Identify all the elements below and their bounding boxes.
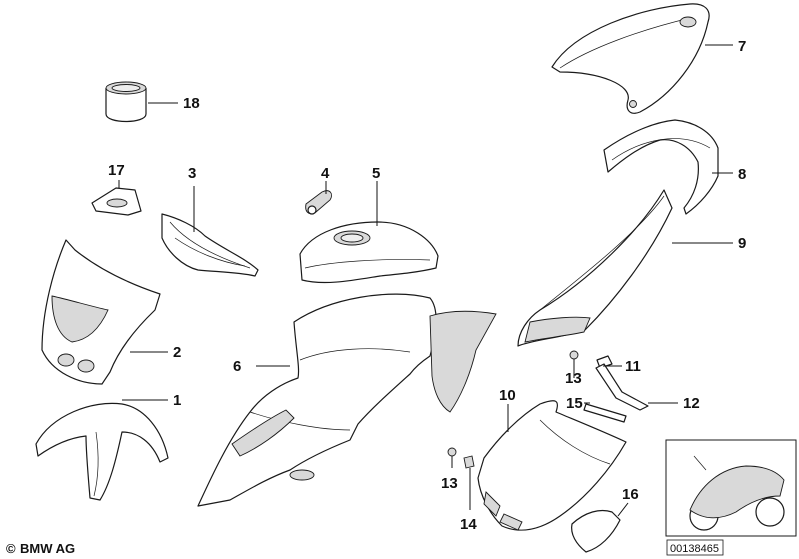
callout-14: 14 <box>460 516 477 533</box>
callout-16: 16 <box>622 486 639 503</box>
part-17-plate <box>91 187 142 216</box>
callout-6: 6 <box>233 358 241 375</box>
callout-13-upper: 13 <box>565 370 582 387</box>
part-4-cap <box>305 190 333 215</box>
copyright-icon: © <box>6 541 16 556</box>
callout-labels: 7 18 17 3 4 5 8 9 2 1 6 10 13 11 15 12 1… <box>108 38 746 533</box>
part-8-rear-frame <box>603 119 719 215</box>
callout-15: 15 <box>566 395 583 412</box>
callout-11: 11 <box>625 358 641 375</box>
document-id: 00138465 <box>670 543 719 555</box>
footer: © BMW AG 00138465 <box>6 539 724 556</box>
part-7-seat-cowl <box>551 3 710 114</box>
callout-17: 17 <box>108 162 125 179</box>
callout-5: 5 <box>372 165 380 182</box>
part-5-tank-cover <box>299 221 439 284</box>
motorcycle-thumbnail <box>665 439 797 537</box>
callout-18: 18 <box>183 95 200 112</box>
part-18-ring <box>105 81 147 123</box>
leader-lines <box>118 44 733 517</box>
callout-8: 8 <box>738 166 746 183</box>
part-6-main-fairing <box>197 293 497 507</box>
brand-label: BMW AG <box>20 541 75 556</box>
callout-13-lower: 13 <box>441 475 458 492</box>
part-3-inner-fairing <box>161 213 259 277</box>
part-9-side-panel <box>517 189 673 347</box>
hardware-bracket <box>447 350 649 469</box>
part-1-mudguard <box>35 402 169 501</box>
callout-1: 1 <box>173 392 181 409</box>
part-2-front-fairing <box>41 239 161 385</box>
callout-7: 7 <box>738 38 746 55</box>
callout-4: 4 <box>321 165 330 182</box>
part-16-decal <box>571 509 621 553</box>
part-10-belly-pan <box>477 400 627 531</box>
callout-2: 2 <box>173 344 181 361</box>
callout-12: 12 <box>683 395 700 412</box>
callout-3: 3 <box>188 165 196 182</box>
callout-10: 10 <box>499 387 516 404</box>
callout-9: 9 <box>738 235 746 252</box>
